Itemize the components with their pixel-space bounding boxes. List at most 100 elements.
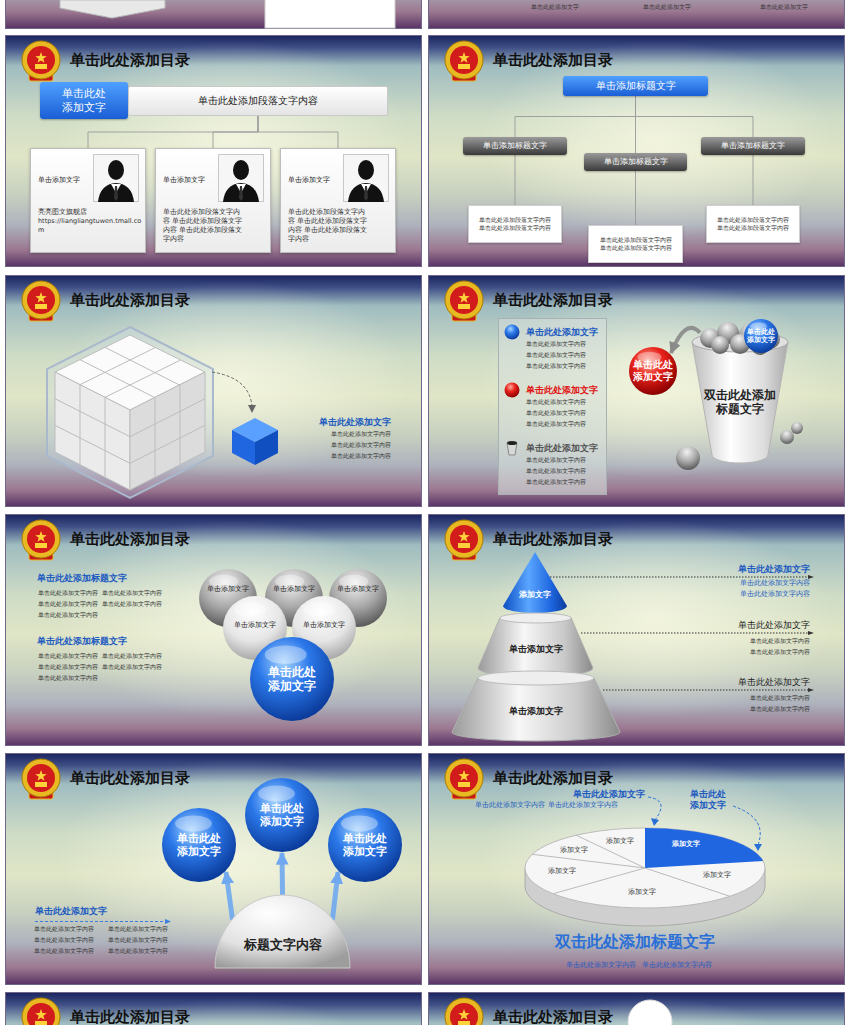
icon-tie [364, 186, 368, 201]
label-anchor: 单击此处添加文字内容 [38, 611, 98, 618]
label-anchor: 单击此处添加文字内容 [750, 705, 810, 712]
node-text: 单击此处添加段落文字内容 单击此处添加段落文字内容 单击此处添加段落文字内容 [288, 208, 370, 243]
text-label: 单击此处添加标题文字 [37, 636, 127, 647]
person-card: 单击添加文字单击此处添加段落文字内容 单击此处添加段落文字内容 单击此处添加段落… [155, 148, 271, 253]
label-anchor: 单击此处添加文字内容 [108, 925, 168, 932]
text-label: 单击此处添加文字内容 [38, 652, 98, 659]
node-text: 单击此处添加文字内容 单击此处添加文字内容 单击此处添加文字内容 [526, 338, 590, 371]
text-label: 单击此处添加文字内容 [750, 705, 810, 712]
person-icon [343, 154, 389, 202]
text-label: 单击此处 添加文字 [690, 789, 730, 811]
label-anchor: 单击此处添加文字内容 [102, 652, 162, 659]
sphere-body [250, 637, 334, 721]
label-anchor: 双击此处添加标题文字 [555, 932, 715, 951]
text-label: 单击此处添加文字内容 [750, 648, 810, 655]
label-anchor: 单击此处添加文字 [35, 906, 107, 917]
node-text: 单击此处添加目录 [70, 51, 190, 69]
cube-fragment [60, 0, 165, 18]
node-text: 单击添加文字 [509, 706, 563, 717]
connector [635, 171, 636, 225]
label-anchor: 单击此处添加文字内容 [38, 589, 98, 596]
list-icon [504, 440, 520, 456]
bucket: 双击此处添加 标题文字 [690, 330, 790, 465]
arrow-head [754, 844, 762, 851]
emblem-star [458, 531, 469, 542]
text-box: 单击此处添加段落文字内容 单击此处添加段落文字内容 [588, 225, 683, 263]
node-text: 单击此处添加文字内容 单击此处添加文字内容 单击此处添加文字内容 [526, 396, 590, 429]
sphere: 单击此处 添加文字 [741, 318, 781, 354]
label-anchor: 单击此处添加文字内容 [108, 936, 168, 943]
text-box: 单击此处添加段落文字内容 单击此处添加段落文字内容 [706, 205, 800, 243]
police-emblem [20, 280, 62, 324]
shape-outline [503, 552, 567, 614]
label-anchor: 单击此处添加文字 [319, 417, 391, 428]
node-text: 单击此处添加段落文字内容 [198, 95, 318, 107]
node-text: 单击此处 添加文字 [59, 87, 109, 113]
emblem-star [35, 52, 46, 63]
node-text: 单击此处添加目录 [70, 530, 190, 548]
dashed-arrow [733, 806, 760, 845]
text-label: 单击此处添加文字内容 [331, 452, 391, 459]
blue-cube-right [255, 430, 278, 465]
label-anchor: 单击此处添加文字内容 [38, 600, 98, 607]
node-text: 单击此处添加文字 [526, 442, 602, 454]
node-text: 单击此处添加目录 [493, 530, 613, 548]
cone-layer: 单击添加文字 [478, 612, 593, 678]
node-text: 单击此处添加段落文字内容 单击此处添加段落文字内容 单击此处添加段落文字内容 [163, 208, 245, 243]
text-label: 添加文字 [672, 840, 700, 848]
arrow-head [165, 919, 171, 924]
text-label: 单击此处添加文字 [531, 3, 579, 10]
node-text: 亮亮图文旗舰店 https://liangliangtuwen.tmall.co… [38, 208, 142, 234]
text-label: 单击此处添加文字内容 [34, 947, 94, 954]
text-label: 单击此处添加文字内容 [740, 580, 810, 588]
label-anchor: 添加文字 [672, 840, 700, 848]
slide-panel: 单击此处添加目录 [5, 275, 422, 507]
list-icon [504, 382, 520, 398]
text-label: 单击此处添加标题文字 [37, 573, 127, 584]
label-anchor: 单击此处添加文字内容 [38, 674, 98, 681]
emblem-core [27, 46, 55, 74]
police-emblem [443, 997, 485, 1025]
text-label: 单击此处添加文字内容 [108, 947, 168, 954]
icon-head [358, 160, 374, 180]
glass-frame [47, 327, 213, 498]
emblem-core [27, 525, 55, 553]
node-text: 单击添加文字 [163, 176, 264, 184]
text-label: 单击此处添加文字内容 [331, 430, 391, 437]
title-box: 单击添加标题文字 [563, 76, 708, 96]
emblem-star [35, 770, 46, 781]
connector [88, 116, 258, 148]
label-anchor: 单击此处添加文字 [760, 3, 808, 10]
arrow-head [808, 688, 814, 692]
cone-top [500, 613, 571, 623]
text-label: 添加文字 [606, 837, 634, 845]
emblem-core [450, 1003, 478, 1025]
node-text: 标题文字内容 [244, 937, 322, 953]
gray-ball [780, 430, 794, 444]
police-emblem [443, 40, 485, 84]
node-text: 单击添加文字 [234, 621, 276, 629]
emblem-ring [22, 41, 60, 79]
connector [515, 155, 516, 205]
icon-frame [219, 155, 264, 202]
emblem-ring [22, 520, 60, 558]
node-text: 单击添加标题文字 [604, 157, 668, 167]
text-label: 单击此处添加文字内容 [102, 663, 162, 670]
police-emblem [443, 280, 485, 324]
label-anchor: 单击此处添加标题文字 [37, 573, 127, 584]
connector [753, 155, 754, 205]
emblem-core [450, 286, 478, 314]
text-label: 单击此处添加文字内容 [566, 962, 636, 970]
text-label: 添加文字 [703, 871, 731, 879]
text-label: 单击此处添加文字内容 [740, 591, 810, 599]
sphere-body [328, 808, 402, 882]
label-anchor: 单击此处添加文字内容 [102, 600, 162, 607]
gray-ball [791, 422, 803, 434]
node-text: 双击此处添加 标题文字 [700, 388, 780, 417]
label-anchor: 单击此处添加文字 [643, 3, 691, 10]
slide-panel: 单击此处添加目录 [5, 992, 422, 1025]
emblem-gate [458, 543, 470, 548]
slide-background [5, 992, 422, 1025]
label-anchor: 添加文字 [560, 846, 588, 854]
emblem-ring [22, 759, 60, 797]
